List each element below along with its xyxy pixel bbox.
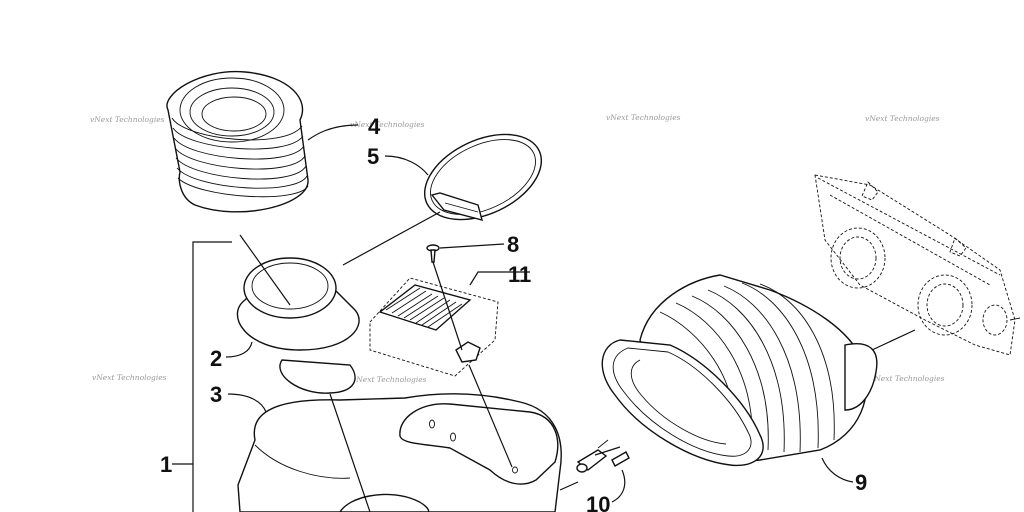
decal-label bbox=[369, 277, 499, 377]
watermark: vNext Technologies bbox=[870, 374, 945, 383]
watermark: vNext Technologies bbox=[90, 115, 165, 124]
callout-10: 10 bbox=[586, 492, 610, 512]
airbox-housing bbox=[237, 393, 562, 512]
callout-3: 3 bbox=[210, 382, 222, 407]
leader-lines bbox=[172, 124, 916, 512]
callout-9: 9 bbox=[855, 470, 867, 495]
intake-duct bbox=[601, 274, 878, 467]
callout-2: 2 bbox=[210, 346, 222, 371]
callout-11: 11 bbox=[508, 262, 531, 287]
watermark: vNext Technologies bbox=[350, 120, 425, 129]
callout-4: 4 bbox=[368, 114, 381, 139]
callout-1: 1 bbox=[160, 452, 172, 477]
watermark: vNext Technologies bbox=[352, 375, 427, 384]
screw bbox=[426, 244, 440, 263]
callout-8: 8 bbox=[507, 232, 519, 257]
throttle-body-assembly bbox=[814, 174, 1021, 356]
watermark: vNext Technologies bbox=[92, 373, 167, 382]
watermark: vNext Technologies bbox=[606, 113, 681, 122]
watermark: vNext Technologies bbox=[865, 114, 940, 123]
callout-labels: 1 2 3 4 5 8 9 10 11 bbox=[160, 114, 867, 512]
callout-5: 5 bbox=[367, 144, 379, 169]
hose-clamp bbox=[423, 133, 543, 221]
adapter-ring bbox=[236, 257, 360, 394]
bellows-boot bbox=[166, 70, 309, 213]
sensor-bracket bbox=[576, 439, 630, 473]
